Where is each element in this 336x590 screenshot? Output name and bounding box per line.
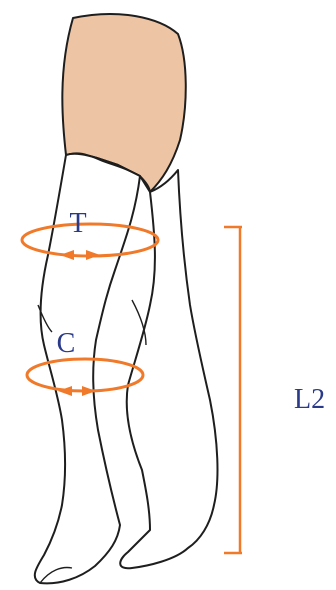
length-bracket [224,227,242,553]
length-label: L2 [294,384,325,415]
calf-label: C [57,328,76,359]
thigh-label: T [69,208,86,239]
back-leg [120,170,217,568]
front-leg [35,154,140,584]
